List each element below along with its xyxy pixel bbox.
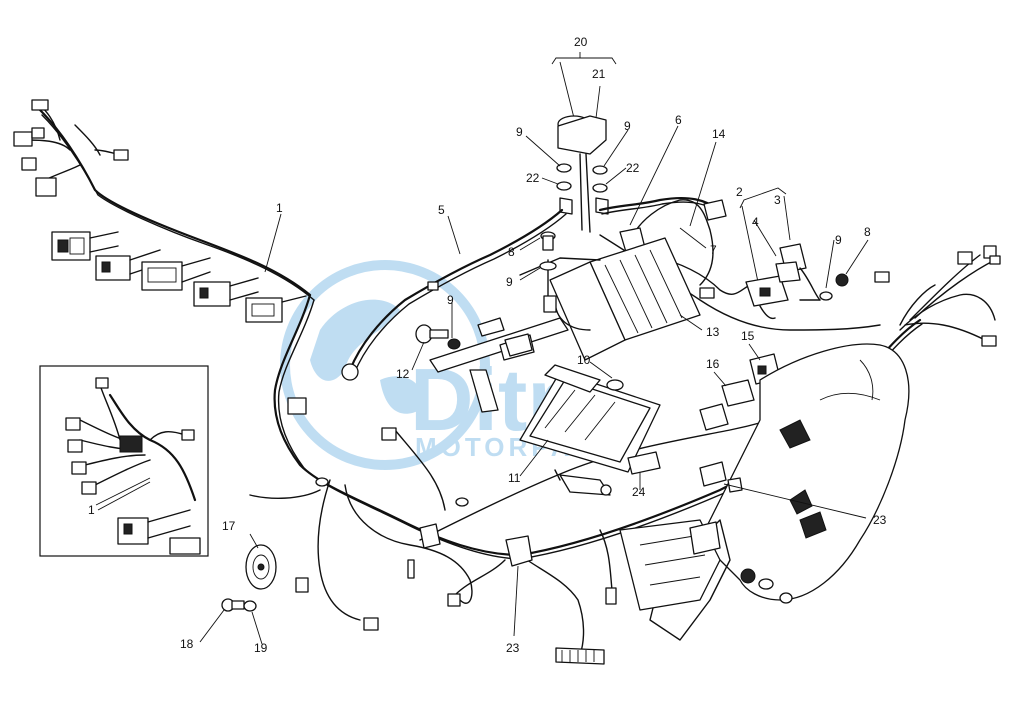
label-part-9-bolt: 9: [447, 293, 454, 307]
bolts-8-9-center: [539, 231, 557, 271]
relays-2-3-4: [739, 187, 821, 320]
label-part-22-right: 22: [626, 161, 640, 175]
label-part-23-bottom: 23: [506, 641, 520, 655]
connector-block-1: [51, 231, 119, 261]
frame-bracket: [429, 317, 569, 413]
label-part-1-inset: 1: [88, 503, 95, 517]
cable-6: [598, 196, 723, 215]
label-part-10: 10: [577, 353, 591, 367]
horn-17: [245, 544, 277, 590]
label-part-9-center: 9: [506, 275, 513, 289]
connector-block-3: [141, 257, 211, 291]
label-part-13: 13: [706, 325, 720, 339]
label-part-18: 18: [180, 637, 194, 651]
label-part-23-right: 23: [873, 513, 887, 527]
battery-cable-5: [341, 208, 567, 381]
label-part-19: 19: [254, 641, 268, 655]
bolts-8-9-right: [799, 273, 849, 301]
washers-9-22: [556, 163, 609, 215]
multi-pin-connectors: [51, 231, 307, 323]
battery-tray-13: [519, 237, 701, 361]
watermark-globe-land: [310, 299, 422, 414]
label-part-2: 2: [736, 185, 743, 199]
watermark-globe: [280, 260, 490, 470]
rear-mudguard: [619, 343, 910, 641]
label-part-3: 3: [774, 193, 781, 207]
label-part-14: 14: [712, 127, 726, 141]
label-part-16: 16: [706, 357, 720, 371]
control-unit-11: [519, 364, 661, 496]
label-part-7: 7: [710, 243, 717, 257]
mudguard-bolts: [740, 568, 793, 604]
bolt-12: [415, 324, 461, 350]
label-part-11: 11: [508, 471, 521, 485]
connector-block-2: [95, 249, 161, 281]
label-part-22-left: 22: [526, 171, 540, 185]
rear-terminals: [874, 245, 1001, 347]
fuse-24: [627, 451, 661, 475]
label-part-9-relay-left: 9: [516, 125, 523, 139]
label-part-6: 6: [675, 113, 682, 127]
label-part-24: 24: [632, 485, 646, 499]
label-part-9-right: 9: [835, 233, 842, 247]
label-part-17: 17: [222, 519, 236, 533]
bolt-18-washer-19: [221, 598, 257, 612]
label-part-1: 1: [276, 201, 283, 215]
label-part-15: 15: [741, 329, 755, 343]
lower-terminals: [287, 397, 743, 665]
detail-inset: [39, 365, 209, 557]
connector-block-4: [193, 277, 259, 307]
label-part-20: 20: [574, 35, 588, 49]
relay-assembly-20: [551, 52, 617, 233]
label-part-9-relay-right: 9: [624, 119, 631, 133]
label-part-5: 5: [438, 203, 445, 217]
harness-terminals-top: [13, 99, 129, 197]
label-part-21: 21: [592, 67, 606, 81]
connector-10: [504, 333, 533, 357]
label-part-12: 12: [396, 367, 410, 381]
connector-block-5: [245, 295, 307, 323]
leader-lines: [97, 125, 869, 645]
label-part-8-center: 8: [508, 245, 515, 259]
callout-labels: 1 1 2 3 4 5 6 7 8 8 9 9 9 9 9 10 11 12 1…: [88, 35, 887, 655]
label-part-8-right: 8: [864, 225, 871, 239]
label-part-4: 4: [752, 215, 759, 229]
relay-16: [699, 379, 755, 431]
